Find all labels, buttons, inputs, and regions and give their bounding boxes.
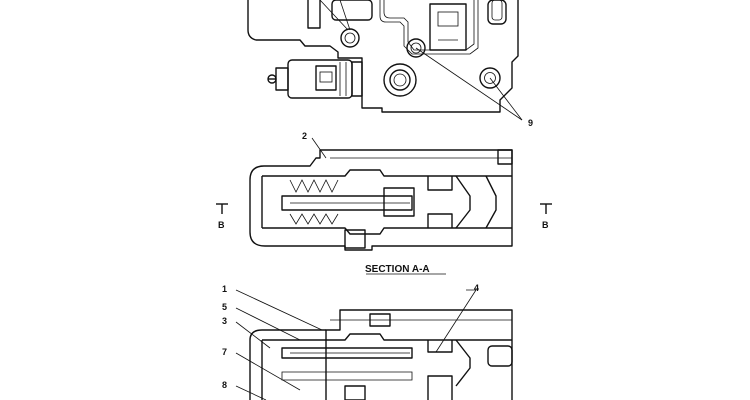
bolt-right: [479, 67, 501, 89]
top-view: [247, 0, 523, 121]
section-arrow-right: [540, 203, 552, 214]
section-arrow-left: [216, 203, 228, 214]
section-title: SECTION A-A: [365, 264, 430, 275]
callout-1: 1: [222, 284, 227, 294]
callout-3: 3: [222, 316, 227, 326]
bolt-middle: [406, 38, 426, 58]
solenoid-assembly: [267, 59, 363, 99]
bolt-upper-left: [340, 28, 360, 48]
callout-8: 8: [222, 380, 227, 390]
callout-9: 9: [528, 118, 533, 128]
callout-4: 4: [474, 283, 479, 293]
callout-7: 7: [222, 347, 227, 357]
callout-5: 5: [222, 302, 227, 312]
section-mark-left: B: [218, 220, 225, 230]
section-b-view: [235, 289, 513, 400]
section-a-a-view: [216, 137, 552, 275]
callout-2: 2: [302, 131, 307, 141]
section-mark-right: B: [542, 220, 549, 230]
